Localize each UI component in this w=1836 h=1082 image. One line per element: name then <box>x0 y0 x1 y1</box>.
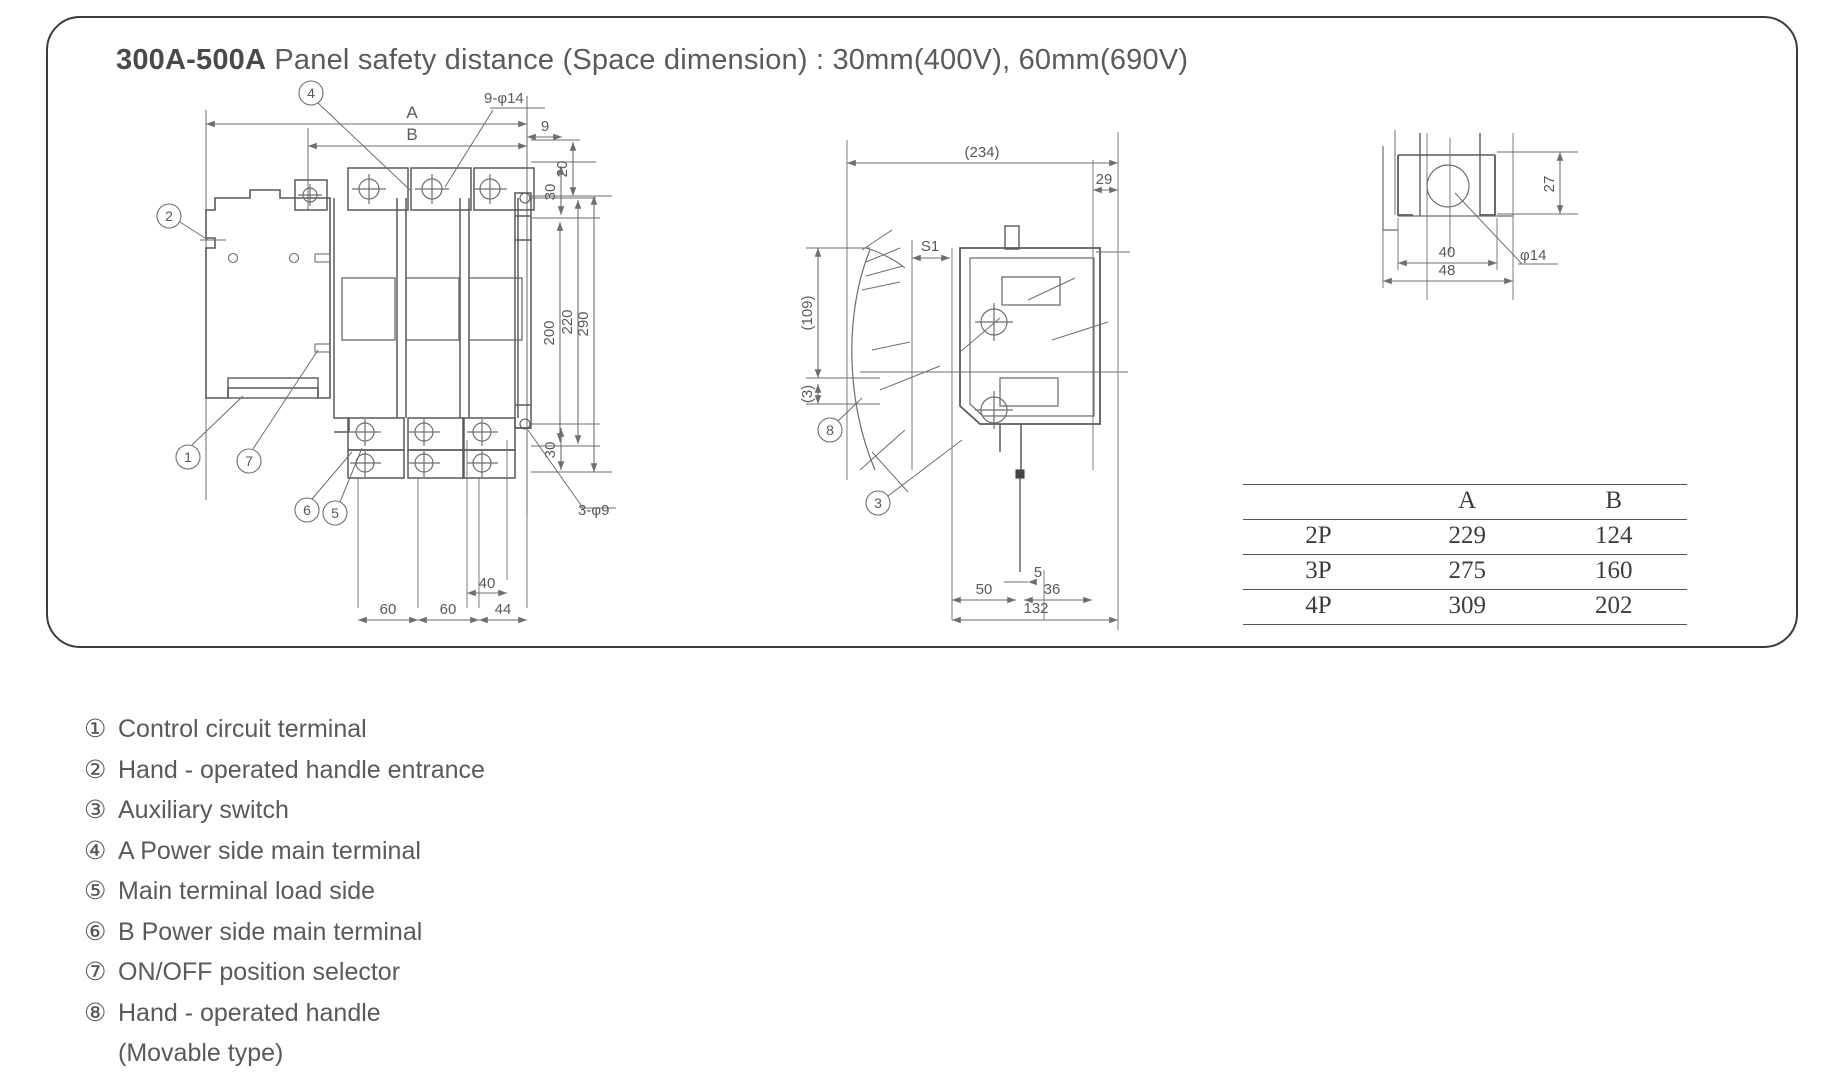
table-cell-pole: 2P <box>1305 522 1332 549</box>
callout-8: 8 <box>826 422 834 438</box>
dim-40-detail: 40 <box>1439 244 1456 261</box>
callout-4: 4 <box>307 85 315 101</box>
callout-6: 6 <box>303 502 311 518</box>
dim-60-b: 60 <box>440 601 457 618</box>
legend-label-continuation: (Movable type) <box>118 1039 284 1067</box>
label-9-phi14: 9-φ14 <box>484 90 524 107</box>
dim-27: 27 <box>1541 176 1558 193</box>
dim-9: 9 <box>541 118 549 135</box>
table-header-b: B <box>1605 487 1623 514</box>
legend-label: Hand - operated handle <box>118 998 381 1027</box>
legend-number: ⑤ <box>84 877 107 905</box>
table-row: 3P 275 160 <box>1243 555 1687 590</box>
list-item: ⑤ Main terminal load side <box>84 874 844 915</box>
list-item: ① Control circuit terminal <box>84 712 844 753</box>
front-view-drawing: 9-φ14 3-φ9 4 2 1 7 6 5 <box>156 80 616 624</box>
callout-2: 2 <box>165 208 173 224</box>
legend-label: Control circuit terminal <box>118 715 367 743</box>
list-item: ⑥ B Power side main terminal <box>84 915 844 956</box>
legend-number: ⑦ <box>84 958 107 986</box>
legend-list: ① Control circuit terminal ② Hand - oper… <box>84 712 844 1077</box>
table-header-a: A <box>1458 487 1477 514</box>
legend-label: A Power side main terminal <box>118 836 421 865</box>
dim-290: 290 <box>575 311 592 336</box>
legend-number: ⑥ <box>84 917 107 946</box>
dim-50: 50 <box>976 581 993 598</box>
side-view-drawing: (234) 29 S1 <box>799 132 1130 630</box>
list-item: ② Hand - operated handle entrance <box>84 753 844 794</box>
legend-number: ⑧ <box>84 998 107 1027</box>
dim-36: 36 <box>1044 581 1061 598</box>
callout-7: 7 <box>245 453 253 469</box>
title-model: 300A-500A <box>116 44 267 76</box>
list-item-continuation: (Movable type) <box>84 1036 844 1077</box>
callout-1: 1 <box>184 449 192 465</box>
dim-60-a: 60 <box>380 601 397 618</box>
terminal-detail-drawing: 27 φ14 40 48 <box>1382 130 1578 300</box>
dim-48: 48 <box>1439 262 1456 279</box>
page-title: 300A-500A Panel safety distance (Space d… <box>116 44 1188 77</box>
dim-44: 44 <box>495 601 512 618</box>
legend-number: ④ <box>84 836 107 865</box>
table-row: 4P 309 202 <box>1243 590 1687 625</box>
legend-label: ON/OFF position selector <box>118 958 401 986</box>
legend-number: ② <box>84 755 107 784</box>
title-description: Panel safety distance (Space dimension) … <box>274 44 1189 76</box>
list-item: ④ A Power side main terminal <box>84 834 844 875</box>
dim-3: (3) <box>799 385 816 403</box>
table-cell-pole: 4P <box>1305 592 1332 619</box>
callout-3: 3 <box>874 495 882 511</box>
label-phi14: φ14 <box>1520 247 1546 264</box>
table-row: 2P 229 124 <box>1243 520 1687 555</box>
table-cell-a: 229 <box>1448 522 1486 549</box>
list-item: ⑦ ON/OFF position selector <box>84 955 844 996</box>
dim-109: (109) <box>799 295 816 330</box>
legend-number: ③ <box>84 796 107 824</box>
dim-5: 5 <box>1034 564 1042 581</box>
legend-label: Main terminal load side <box>118 877 376 905</box>
dim-220: 220 <box>559 309 576 334</box>
table-header-blank <box>1243 485 1394 520</box>
list-item: ⑧ Hand - operated handle <box>84 996 844 1037</box>
dim-30-bottom: 30 <box>542 442 559 459</box>
table-cell-b: 202 <box>1594 592 1633 619</box>
dim-29: 29 <box>1096 171 1113 188</box>
list-item: ③ Auxiliary switch <box>84 793 844 834</box>
dim-40-bottom: 40 <box>479 575 496 592</box>
callout-5: 5 <box>331 505 339 521</box>
label-3-phi9: 3-φ9 <box>578 502 609 519</box>
table-cell-pole: 3P <box>1305 557 1332 584</box>
legend-label: B Power side main terminal <box>118 917 423 946</box>
table-cell-b: 160 <box>1594 557 1633 584</box>
dim-30-top: 30 <box>542 184 559 201</box>
legend-label: Auxiliary switch <box>118 796 289 824</box>
table-cell-b: 124 <box>1594 522 1633 549</box>
dim-200: 200 <box>541 320 558 345</box>
table-cell-a: 275 <box>1448 557 1486 584</box>
table-cell-a: 309 <box>1448 592 1486 619</box>
dimension-table: A B 2P 229 124 3P 275 160 4P 309 202 <box>1243 484 1687 625</box>
dim-234: (234) <box>964 144 999 161</box>
dim-20: 20 <box>554 161 571 178</box>
dim-B: B <box>406 125 417 144</box>
legend-label: Hand - operated handle entrance <box>118 755 485 784</box>
legend-number: ① <box>84 715 107 743</box>
dim-132: 132 <box>1023 600 1048 617</box>
dim-A: A <box>406 103 418 122</box>
dim-S1: S1 <box>921 238 939 255</box>
table-header-row: A B <box>1243 484 1687 520</box>
